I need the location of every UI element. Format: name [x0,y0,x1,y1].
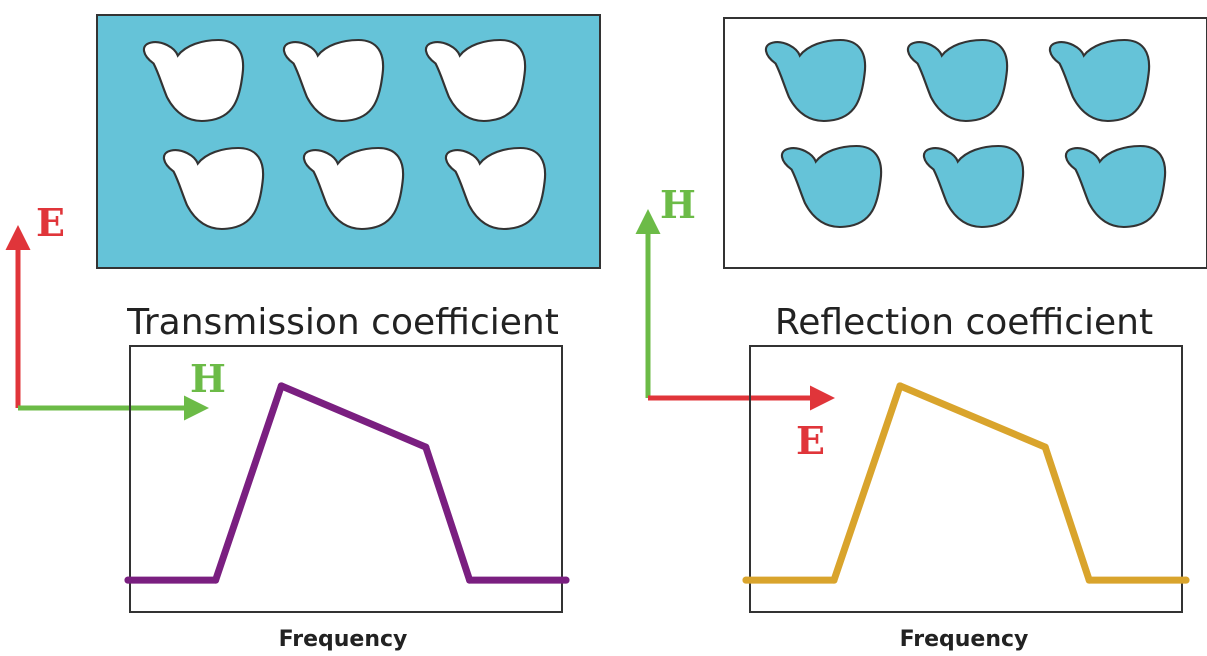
chart-frame [129,345,563,613]
data-point [212,576,220,584]
left-metasurface [96,14,601,269]
data-point [896,382,904,390]
h-field-label: H [190,356,226,401]
e-field-label: E [796,418,825,463]
left-field-axes: E H [5,200,226,421]
data-point [466,576,474,584]
transmission-plot-area [124,382,570,584]
data-point [830,576,838,584]
chart-frame [749,345,1183,613]
series-line [124,382,570,584]
right-field-axes: H E [635,182,835,463]
x-axis-label: Frequency [900,627,1029,652]
transmission-chart: Transmission coefficient Frequency [124,302,570,652]
right-metasurface [723,17,1207,269]
reflection-chart: Reflection coefficient Frequency [742,302,1190,652]
data-point [124,576,132,584]
reflection-plot-area [742,382,1190,584]
data-point [562,576,570,584]
data-point [742,576,750,584]
data-point [1041,443,1049,451]
data-point [1182,576,1190,584]
data-point [277,382,285,390]
data-point [1085,576,1093,584]
data-point [422,443,430,451]
x-axis-label: Frequency [279,627,408,652]
chart-title: Reflection coefficient [775,302,1153,343]
series-line [742,382,1190,584]
e-field-label: E [36,200,65,245]
h-field-label: H [660,182,696,227]
chart-title: Transmission coefficient [126,302,559,343]
